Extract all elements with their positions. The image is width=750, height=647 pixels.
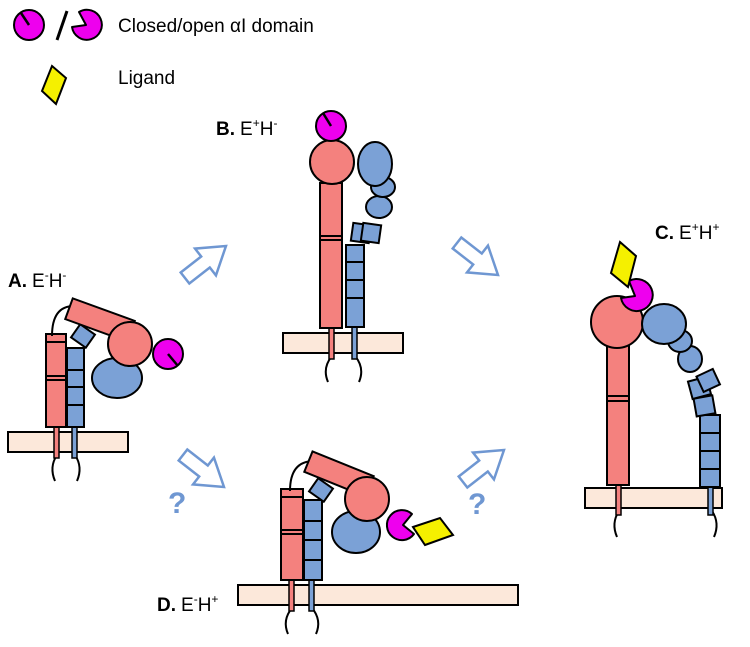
state-d-integrin: [237, 450, 519, 635]
question-mark-left: ?: [168, 487, 186, 520]
arrow-a-to-b: [173, 231, 238, 293]
membrane-b: [282, 332, 404, 354]
legend-domain-label: Closed/open αI domain: [118, 16, 314, 37]
beta-leg-b: [345, 244, 365, 328]
membrane-d: [237, 584, 519, 606]
state-b-integrin: [282, 110, 404, 383]
closed-ai-domain-a: [152, 338, 184, 370]
state-c-integrin: [584, 240, 723, 538]
state-c-label: C.E+H+: [655, 220, 719, 244]
ligand-c: [609, 240, 638, 289]
open-ai-domain-icon: [71, 8, 103, 41]
arrow-b-to-c: [445, 228, 510, 290]
beta-head-b: [357, 141, 393, 187]
closed-ai-domain-icon: [13, 9, 45, 41]
question-mark-right: ?: [468, 488, 486, 521]
state-b-label: B.E+H-: [216, 116, 277, 140]
alpha-head-d: [344, 476, 390, 522]
legend: Closed/open αI domain Ligand: [13, 8, 314, 106]
arrow-d-to-c: [451, 435, 516, 497]
alpha-head-a: [107, 321, 153, 367]
alpha-leg-b: [319, 182, 343, 329]
ligand-d: [411, 516, 455, 547]
state-d-label: D.E-H+: [157, 592, 218, 616]
alpha-head-b: [309, 139, 355, 185]
state-a-integrin: [7, 297, 184, 482]
open-ai-domain-c: [620, 278, 654, 313]
closed-ai-domain-b: [315, 110, 347, 142]
open-ai-domain-d: [385, 509, 415, 542]
legend-ligand-label: Ligand: [118, 68, 175, 89]
membrane-a: [7, 431, 129, 453]
alpha-leg-c: [606, 344, 630, 486]
membrane-c: [584, 487, 723, 509]
ligand-icon: [40, 64, 68, 106]
beta-head-c: [641, 303, 687, 345]
state-a-label: A.E-H-: [8, 268, 66, 292]
legend-slash: [55, 10, 69, 41]
